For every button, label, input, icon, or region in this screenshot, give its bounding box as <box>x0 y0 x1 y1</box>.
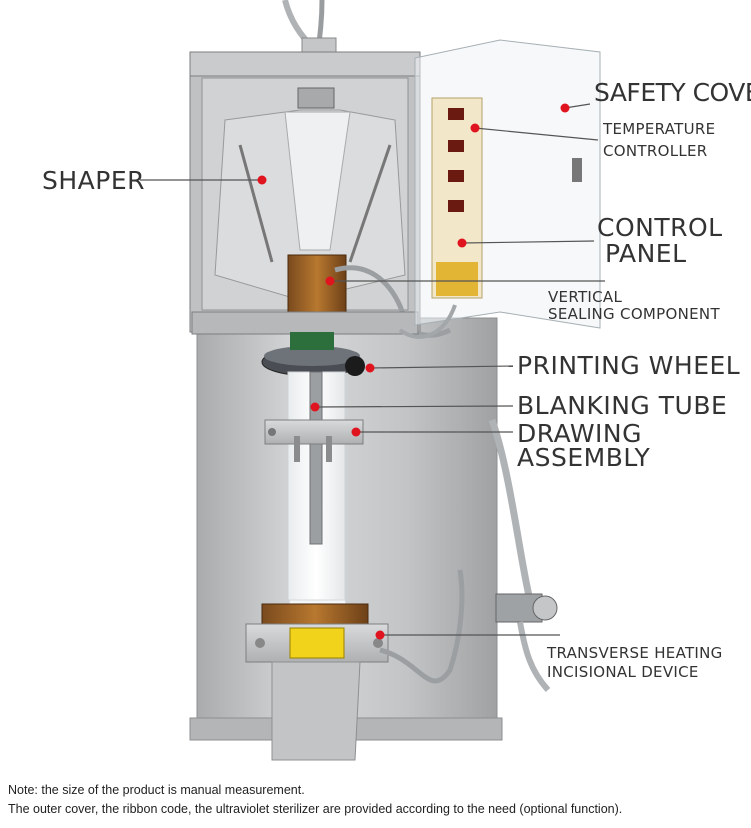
label-drawing-assembly-line1: DRAWING <box>517 419 643 448</box>
sealing-hose <box>398 304 457 339</box>
blanking-tube <box>309 371 323 545</box>
transverse-heating-device <box>245 569 465 684</box>
label-control-panel-line2: PANEL <box>605 239 687 268</box>
label-transverse-line1: TRANSVERSE HEATING <box>547 644 723 662</box>
note-line-1: Note: the size of the product is manual … <box>8 783 305 797</box>
leader-lines <box>140 103 605 636</box>
label-shaper: SHAPER <box>42 166 146 195</box>
label-blanking-tube: BLANKING TUBE <box>517 391 728 420</box>
label-safety-cover: SAFETY COVER <box>594 78 751 107</box>
label-vertical-sealing-line2: SEALING COMPONENT <box>548 305 720 323</box>
output-chute <box>271 661 361 761</box>
callout-markers <box>257 103 570 640</box>
printing-wheel <box>261 332 365 377</box>
shaper <box>214 87 406 301</box>
label-temperature-controller-line1: TEMPERATURE <box>603 120 716 138</box>
safety-cover <box>414 39 601 329</box>
label-transverse-line2: INCISIONAL DEVICE <box>547 663 699 681</box>
label-control-panel-line1: CONTROL <box>597 213 723 242</box>
note-line-2: The outer cover, the ribbon code, the ul… <box>8 802 623 816</box>
label-printing-wheel: PRINTING WHEEL <box>517 351 741 380</box>
label-vertical-sealing-line1: VERTICAL <box>548 288 623 306</box>
label-drawing-assembly-line2: ASSEMBLY <box>517 443 651 472</box>
top-hoses <box>282 0 337 55</box>
drawing-assembly <box>264 419 364 462</box>
side-valve <box>488 418 558 693</box>
label-temperature-controller-line2: CONTROLLER <box>603 142 708 160</box>
